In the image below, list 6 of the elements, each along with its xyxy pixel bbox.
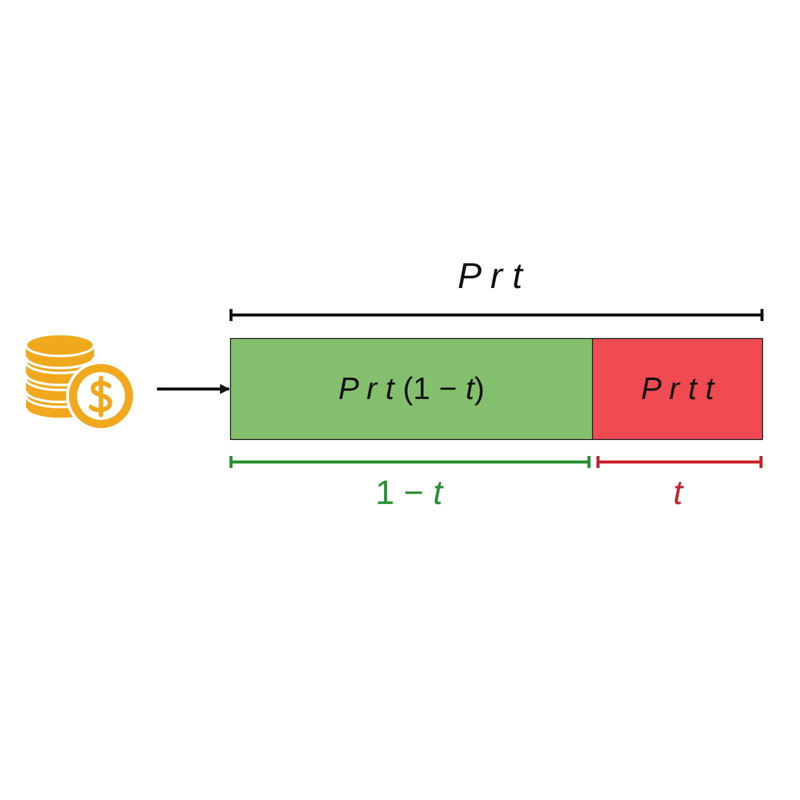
- arrow: [157, 384, 230, 394]
- bar-segment: P r t (1 − t): [230, 338, 593, 440]
- dimension-label: 1 − t: [375, 475, 443, 513]
- dimension-label: t: [673, 475, 683, 513]
- bar-segment: P r t t: [592, 338, 763, 440]
- dimension-label: P r t: [458, 256, 522, 296]
